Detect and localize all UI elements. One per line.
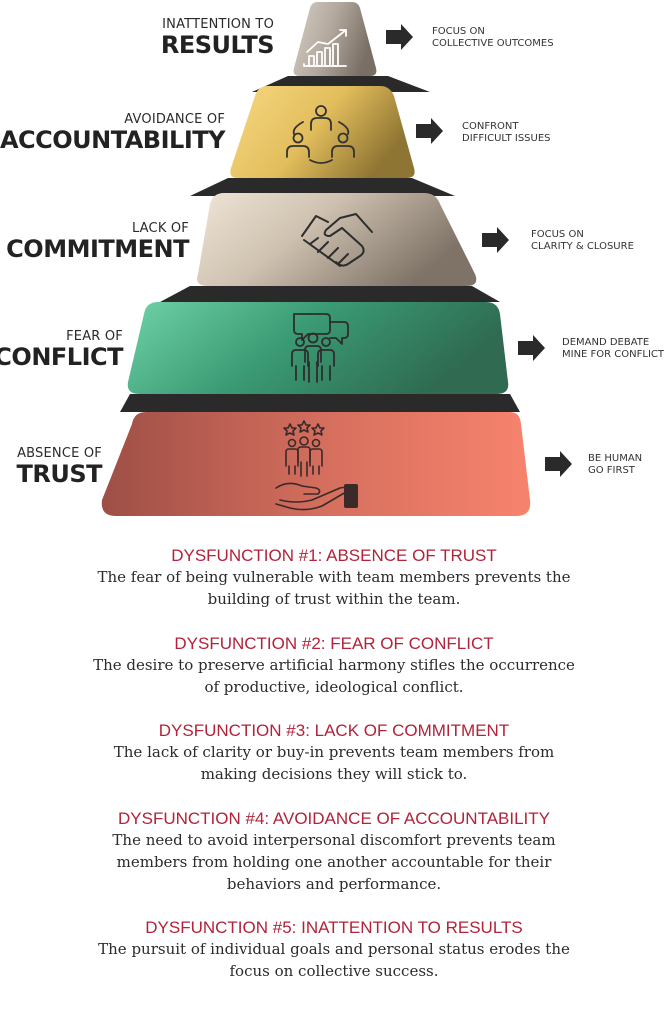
level-label-big-results: RESULTS (160, 31, 275, 59)
arrow-icon-trust (545, 451, 572, 477)
dysfunction-heading: DYSFUNCTION #2: FEAR OF CONFLICT (174, 634, 494, 653)
dysfunction-body-line: The need to avoid interpersonal discomfo… (112, 831, 556, 849)
dysfunction-body-line: focus on collective success. (229, 962, 439, 980)
dysfunction-body-line: The lack of clarity or buy-in prevents t… (113, 743, 555, 761)
level-action-line: BE HUMAN (588, 453, 643, 464)
dysfunction-body-line: of productive, ideological conflict. (204, 678, 464, 696)
arrow-icon-accountability (416, 118, 443, 144)
level-action-line: CONFRONT (462, 121, 519, 132)
dysfunction-body-line: behaviors and performance. (226, 875, 442, 893)
pyramid-diagram (101, 2, 572, 516)
level-action-trust: BE HUMAN GO FIRST (588, 453, 642, 477)
pyramid-tier-trust (101, 412, 531, 516)
level-label-big-conflict: CONFLICT (0, 343, 123, 371)
level-action-line: DIFFICULT ISSUES (462, 133, 551, 144)
dysfunction-block-1: DYSFUNCTION #1: ABSENCE OF TRUST The fea… (0, 545, 668, 610)
arrow-icon-commitment (482, 227, 509, 253)
level-action-line: GO FIRST (588, 465, 635, 476)
level-label-big-accountability: ACCOUNTABILITY (0, 126, 226, 154)
dysfunction-block-4: DYSFUNCTION #4: AVOIDANCE OF ACCOUNTABIL… (0, 808, 668, 895)
level-action-line: DEMAND DEBATE (562, 337, 650, 348)
dysfunction-body-line: members from holding one another account… (116, 853, 552, 871)
dysfunction-heading: DYSFUNCTION #5: INATTENTION TO RESULTS (145, 918, 523, 937)
level-action-line: FOCUS ON (432, 26, 485, 37)
pyramid-band-2 (190, 178, 455, 196)
handshake-icon (301, 213, 373, 267)
pyramid-band-4 (120, 394, 520, 412)
level-label-big-commitment: COMMITMENT (6, 235, 189, 263)
dysfunction-block-2: DYSFUNCTION #2: FEAR OF CONFLICT The des… (0, 633, 668, 698)
trust-hand-icon (275, 420, 358, 511)
dysfunction-body-line: building of trust within the team. (207, 590, 461, 608)
level-action-commitment: FOCUS ON CLARITY & CLOSURE (531, 229, 634, 253)
level-label-small-conflict: FEAR OF (66, 329, 123, 344)
level-action-conflict: DEMAND DEBATE MINE FOR CONFLICT (562, 337, 664, 361)
growth-chart-icon (303, 29, 347, 67)
pyramid-tier-commitment (197, 193, 477, 286)
pyramid-tier-conflict (127, 302, 509, 394)
dysfunction-heading: DYSFUNCTION #1: ABSENCE OF TRUST (171, 546, 497, 565)
level-label-small-accountability: AVOIDANCE OF (124, 112, 225, 127)
dysfunction-block-5: DYSFUNCTION #5: INATTENTION TO RESULTS T… (0, 917, 668, 982)
level-action-accountability: CONFRONT DIFFICULT ISSUES (462, 121, 551, 145)
dysfunction-heading: DYSFUNCTION #4: AVOIDANCE OF ACCOUNTABIL… (118, 809, 550, 828)
pyramid-band-3 (160, 286, 500, 302)
level-label-small-results: INATTENTION TO (162, 17, 274, 32)
arrow-icon-results (386, 24, 413, 50)
level-action-line: FOCUS ON (531, 229, 584, 240)
dysfunction-heading: DYSFUNCTION #3: LACK OF COMMITMENT (158, 721, 510, 740)
level-action-line: COLLECTIVE OUTCOMES (432, 38, 554, 49)
level-label-small-commitment: LACK OF (131, 221, 189, 236)
level-action-line: MINE FOR CONFLICT (562, 349, 665, 360)
dysfunction-body-line: The desire to preserve artificial harmon… (93, 656, 575, 674)
level-label-big-trust: TRUST (16, 460, 103, 488)
group-chat-icon (291, 313, 349, 383)
level-action-results: FOCUS ON COLLECTIVE OUTCOMES (432, 26, 554, 50)
level-label-small-trust: ABSENCE OF (17, 446, 102, 461)
level-action-line: CLARITY & CLOSURE (531, 241, 634, 252)
arrow-icon-conflict (518, 335, 545, 361)
dysfunction-block-3: DYSFUNCTION #3: LACK OF COMMITMENT The l… (0, 720, 668, 785)
dysfunction-body-line: making decisions they will stick to. (200, 765, 468, 783)
dysfunction-body-line: The fear of being vulnerable with team m… (97, 568, 571, 586)
team-cycle-icon (286, 105, 355, 164)
dysfunction-body-line: The pursuit of individual goals and pers… (98, 940, 570, 958)
pyramid-tier-accountability (230, 86, 415, 178)
